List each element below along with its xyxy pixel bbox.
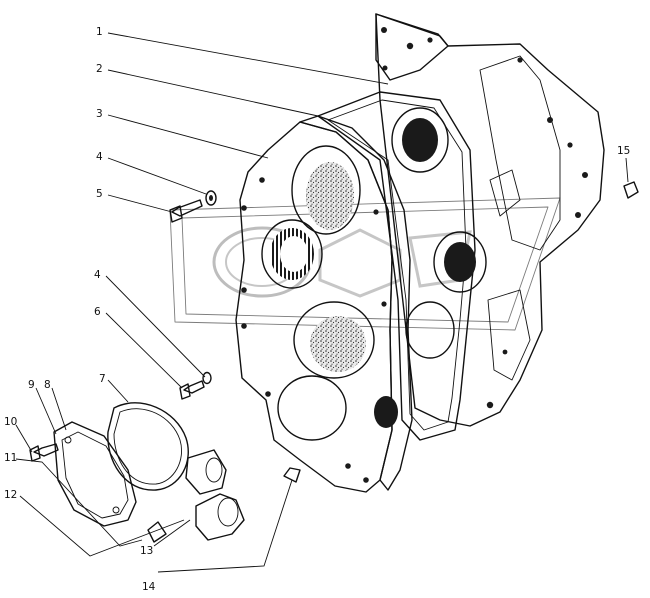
callout-5: 5 xyxy=(96,188,103,200)
callout-2: 2 xyxy=(96,63,103,75)
callout-14: 14 xyxy=(142,581,156,593)
part-1-housing xyxy=(375,13,605,427)
callout-10: 10 xyxy=(4,416,17,428)
part-3-intermediate-plate xyxy=(235,115,413,493)
part-8-cover xyxy=(53,421,137,527)
callout-3: 3 xyxy=(96,108,103,120)
callout-1: 1 xyxy=(96,26,103,38)
callout-4-lower: 4 xyxy=(94,269,101,281)
housing-bores xyxy=(391,107,487,359)
part-15-bolt xyxy=(623,181,639,199)
part-2-gasket xyxy=(317,91,476,441)
callout-11: 11 xyxy=(4,452,17,464)
part-13-adapter xyxy=(147,493,245,543)
callout-8: 8 xyxy=(44,379,51,391)
callout-4-upper: 4 xyxy=(96,151,103,163)
part-5-bolt xyxy=(169,199,203,223)
callout-6: 6 xyxy=(94,306,101,318)
part-6-bolt xyxy=(179,380,205,400)
callout-12: 12 xyxy=(4,489,17,501)
part-4-washer-upper xyxy=(205,190,217,206)
threaded-fitting xyxy=(185,449,227,495)
part-10-bolt xyxy=(29,443,59,462)
part-14-pin xyxy=(283,467,301,483)
callout-7: 7 xyxy=(99,373,106,385)
callout-labels: 1 2 3 4 5 4 6 7 8 9 10 11 12 13 14 15 xyxy=(4,26,630,593)
callout-9: 9 xyxy=(28,379,35,391)
callout-15: 15 xyxy=(617,145,630,157)
leader-lines xyxy=(15,32,629,573)
callout-13: 13 xyxy=(140,545,153,557)
part-4-washer-lower xyxy=(202,371,212,385)
part-7-cover-gasket xyxy=(107,402,189,491)
gaz-watermark xyxy=(169,197,561,331)
